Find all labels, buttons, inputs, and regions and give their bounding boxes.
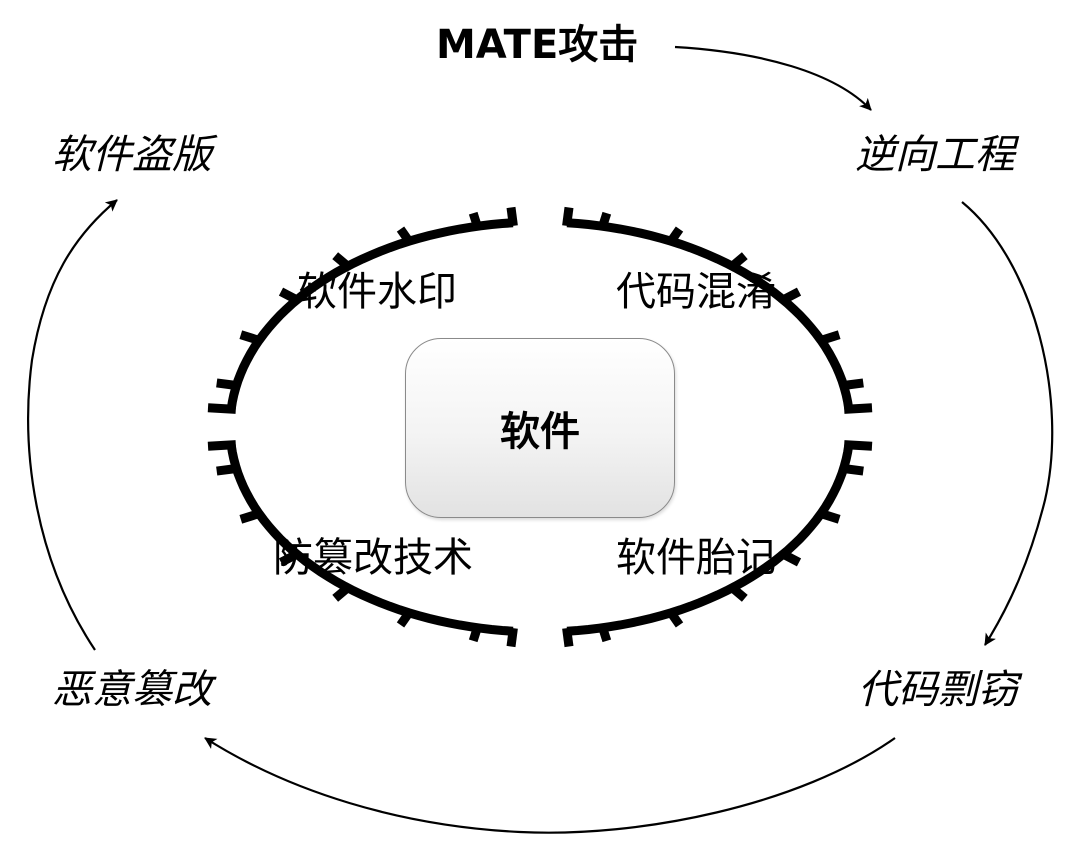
- shield-arc-watermark: [207, 206, 518, 414]
- shield-arc-tooth: [781, 287, 802, 304]
- shield-arc-tooth: [468, 211, 482, 228]
- shield-arc-cap: [843, 403, 873, 414]
- shield-arc-tooth: [843, 378, 864, 390]
- shield-arc-body: [226, 444, 514, 636]
- shield-arc-tooth: [396, 610, 413, 628]
- shield-arc-cap: [506, 206, 518, 227]
- shield-arc-tooth: [819, 330, 841, 345]
- arrow-reverse-engineering-to-code-theft: [961, 201, 1054, 646]
- shield-arc-tooth: [239, 330, 261, 345]
- label-software-piracy: 软件盗版: [52, 132, 212, 178]
- shield-arc-cap: [207, 403, 237, 414]
- shield-arc-tooth: [332, 252, 351, 270]
- shield-arc-tooth: [216, 464, 237, 476]
- label-code-theft: 代码剽窃: [858, 667, 1018, 713]
- shield-arc-tooth: [781, 550, 802, 567]
- shield-arc-cap: [207, 440, 237, 451]
- shield-arc-tooth: [239, 509, 261, 524]
- shield-arc-tooth: [598, 626, 612, 643]
- shield-arc-cap: [843, 440, 873, 451]
- arrow-malicious-tampering-to-software-piracy: [27, 199, 118, 651]
- label-reverse-engineering: 逆向工程: [855, 132, 1015, 178]
- core-software-label: 软件: [500, 409, 580, 455]
- label-tamper-proofing: 防篡改技术: [273, 535, 473, 581]
- title-mate-attack: MATE攻击: [436, 22, 639, 68]
- arrow-code-theft-to-malicious-tampering: [204, 737, 896, 834]
- shield-arc-tooth: [819, 509, 841, 524]
- shield-arc-tooth: [667, 226, 684, 244]
- shield-arc-obfuscation: [562, 206, 873, 414]
- shield-arc-birthmark: [562, 440, 873, 648]
- shield-arc-tooth: [667, 610, 684, 628]
- shield-arc-tamper-proofing: [207, 440, 518, 648]
- shield-arc-tooth: [332, 584, 351, 602]
- shield-arc-body: [566, 444, 854, 636]
- shield-arc-tooth: [278, 287, 299, 304]
- shield-arc-tooth: [598, 211, 612, 228]
- shield-arc-tooth: [843, 464, 864, 476]
- core-software-box: 软件: [405, 338, 675, 518]
- shield-arc-body: [226, 218, 514, 410]
- shield-arc-cap: [562, 627, 574, 648]
- shield-arc-body: [566, 218, 854, 410]
- shield-arc-cap: [506, 627, 518, 648]
- label-code-obfuscation: 代码混淆: [616, 269, 776, 315]
- label-software-watermark: 软件水印: [297, 269, 457, 315]
- shield-arc-tooth: [468, 626, 482, 643]
- shield-arc-tooth: [216, 378, 237, 390]
- shield-arc-cap: [562, 206, 574, 227]
- shield-arc-tooth: [278, 550, 299, 567]
- shield-arc-tooth: [729, 252, 748, 270]
- shield-arc-tooth: [396, 226, 413, 244]
- shield-arc-tooth: [729, 584, 748, 602]
- label-software-birthmark: 软件胎记: [616, 535, 776, 581]
- arrow-title-to-reverse-engineering: [674, 45, 872, 111]
- label-malicious-tampering: 恶意篡改: [52, 667, 212, 713]
